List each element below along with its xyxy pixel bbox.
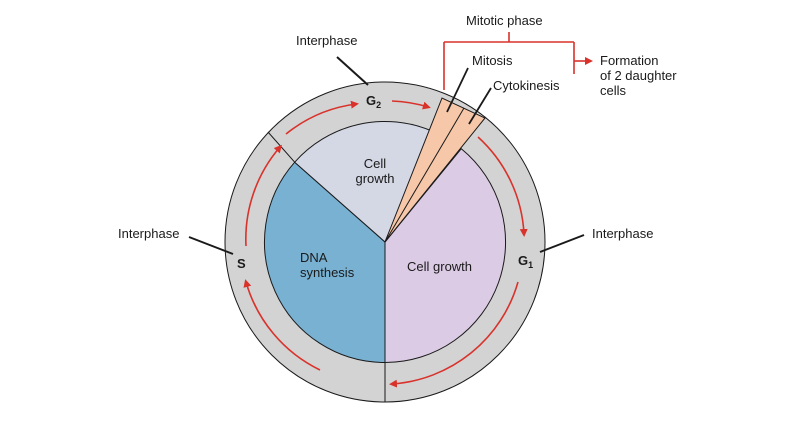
mitosis-label: Mitosis	[472, 53, 513, 68]
g1-cell-growth-sector	[384, 147, 507, 364]
interphase-top-label: Interphase	[296, 33, 358, 48]
phase-g1-sub: 1	[528, 260, 534, 270]
leader-interphase-right	[539, 234, 585, 253]
dna-synthesis-line-2: synthesis	[300, 265, 355, 280]
dna-synthesis-line-1: DNA	[300, 250, 328, 265]
dna-synthesis-sector	[264, 161, 386, 364]
cycle-arrow-mitosis-to-g1	[477, 136, 528, 237]
formation-label: Formation of 2 daughter cells	[600, 53, 677, 98]
interphase-left-label: Interphase	[118, 226, 180, 241]
interphase-right-label: Interphase	[592, 226, 654, 241]
leader-interphase-left	[188, 236, 234, 255]
cycle-arrow-g2-to-mitosis	[391, 100, 431, 110]
mitotic-phase-label: Mitotic phase	[466, 13, 543, 28]
leader-interphase-top	[336, 56, 369, 86]
g1-cell-growth-label: Cell growth	[407, 259, 473, 274]
phase-g2-label: G2	[366, 93, 381, 110]
mitosis-cytokinesis-divider	[384, 107, 465, 243]
formation-line-1: Formation	[600, 53, 659, 68]
leader-cytokinesis	[468, 87, 492, 125]
cycle-arrow-s-lower	[243, 279, 321, 371]
g2-cell-growth-label: Cell growth	[345, 156, 405, 186]
leader-mitosis	[446, 67, 469, 113]
cycle-arrow-s-upper	[245, 144, 282, 247]
formation-line-2: of 2 daughter	[600, 68, 677, 83]
phase-g1-label: G1	[518, 253, 533, 270]
phase-s-label: S	[237, 256, 246, 271]
cytokinesis-label: Cytokinesis	[493, 78, 560, 93]
g2-growth-line-1: Cell	[363, 156, 387, 171]
phase-g2-letter: G	[366, 93, 377, 108]
phase-g2-sub: 2	[376, 100, 382, 110]
cycle-arrow-g1-to-s	[389, 281, 519, 388]
formation-line-3: cells	[600, 83, 627, 98]
g2-growth-line-2: growth	[355, 171, 395, 186]
dna-synthesis-label: DNA synthesis	[300, 250, 354, 280]
cycle-arrow-upper-left-to-g2	[285, 100, 359, 135]
phase-g1-letter: G	[518, 253, 529, 268]
